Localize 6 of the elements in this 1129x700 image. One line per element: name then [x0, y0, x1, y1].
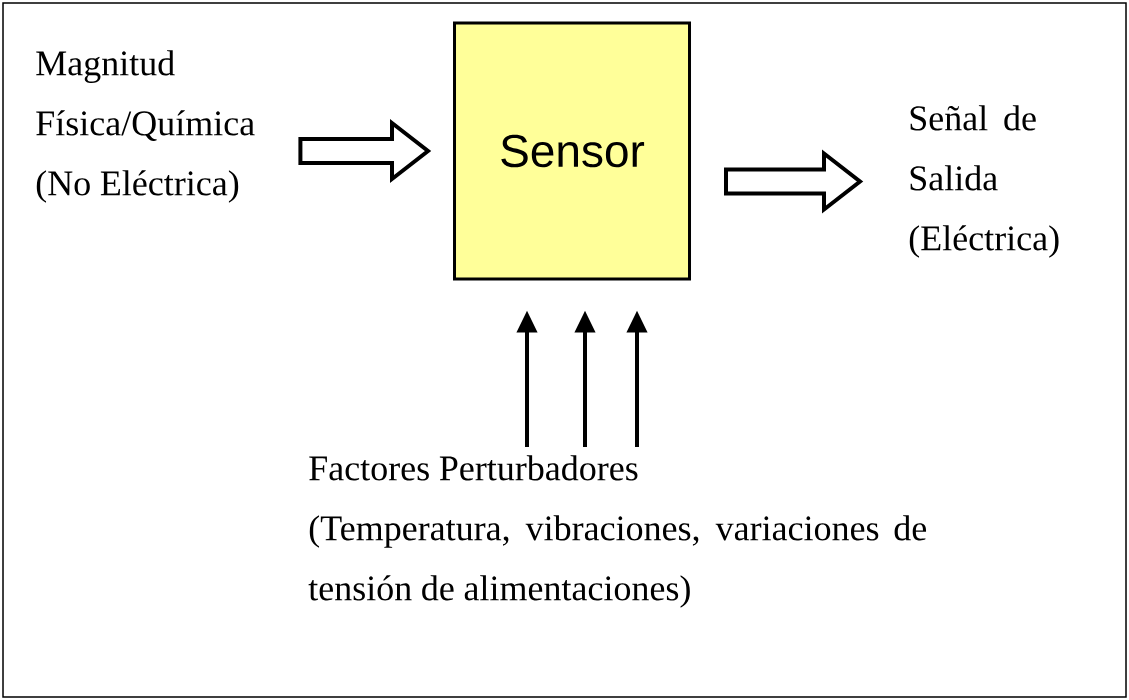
text-label: Magnitud Física/Química (No Eléctrica)	[36, 50, 255, 203]
block-arrow	[724, 149, 864, 214]
text-label: Factores Perturbadores (Temperatura, vibraciones, variaciones de tensión de alimentaciones)	[308, 455, 927, 608]
text-label: Señal de Salida (Eléctrica)	[909, 105, 1059, 258]
block-arrow	[298, 118, 432, 184]
process-box: Sensor	[453, 21, 691, 281]
